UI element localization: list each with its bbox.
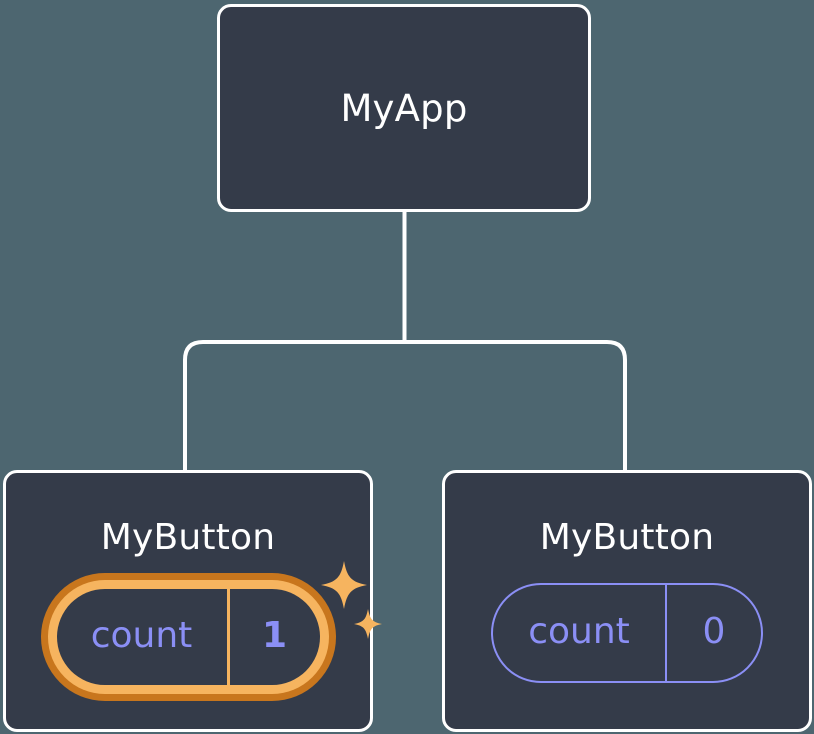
child-component-left[interactable]: MyButton count 1	[3, 470, 382, 732]
state-pill-left-key: count	[90, 615, 193, 656]
state-pill-right-divider	[665, 585, 667, 681]
connector-branch	[183, 340, 627, 470]
child-component-right[interactable]: MyButton count 0	[442, 470, 812, 732]
root-component-title: MyApp	[340, 86, 468, 130]
state-pill-highlight-inner-ring: count 1	[47, 580, 329, 694]
state-pill-left-divider	[226, 589, 230, 685]
root-component[interactable]: MyApp	[217, 4, 591, 212]
sparkle-large-icon	[320, 561, 367, 609]
state-pill-left-value: 1	[261, 615, 288, 656]
state-pill-left[interactable]: count 1	[56, 589, 320, 685]
child-component-left-title: MyButton	[100, 517, 276, 558]
state-pill-right-key: count	[528, 611, 630, 652]
state-pill-right-value: 0	[702, 611, 726, 652]
child-component-right-title: MyButton	[539, 517, 715, 558]
state-pill-left-wrapper: count 1	[40, 561, 382, 701]
state-pill-right-wrapper: count 0	[491, 583, 763, 683]
state-pill-highlight-outer-ring: count 1	[40, 573, 336, 701]
state-pill-right[interactable]: count 0	[491, 583, 763, 683]
